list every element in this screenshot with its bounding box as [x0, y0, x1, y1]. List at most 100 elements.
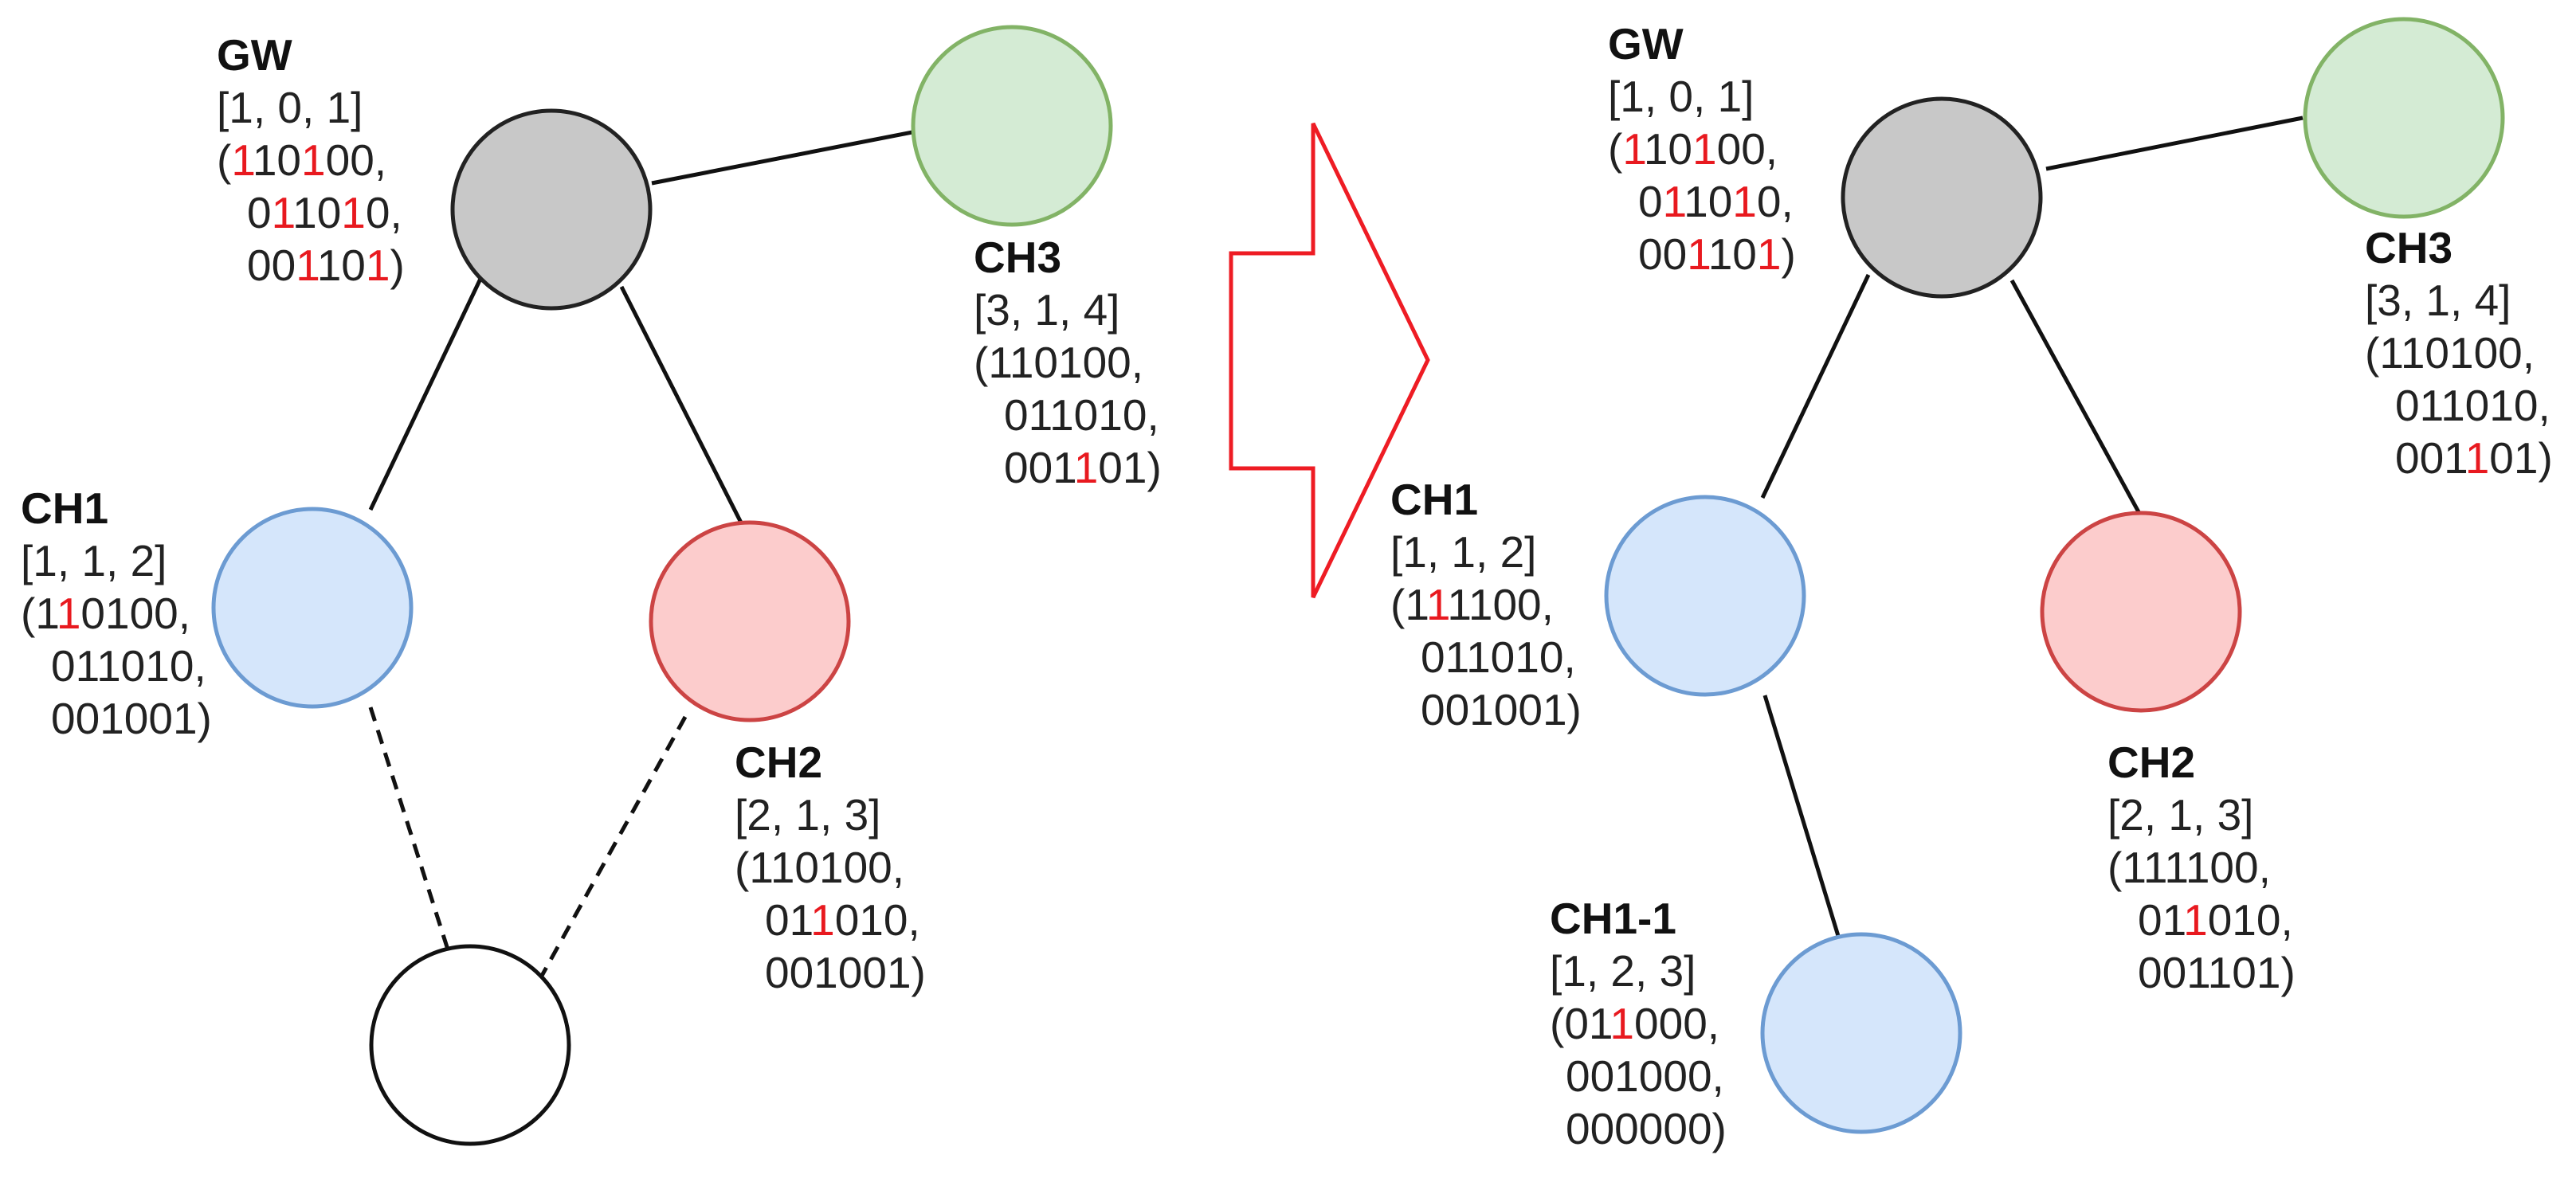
- code-text: 0,: [365, 188, 402, 237]
- node-name: GW: [217, 30, 292, 80]
- node-vector: [1, 0, 1]: [217, 83, 363, 132]
- code-line-1: (110100,: [735, 841, 926, 894]
- node-vector: [2, 1, 3]: [2107, 790, 2254, 840]
- code-text: 10: [292, 188, 342, 237]
- label-ch1-right: CH1 [1, 1, 2] (111100, 011010, 001001): [1390, 473, 1582, 736]
- code-text: 0: [247, 188, 272, 237]
- node-ch1-right: [1604, 495, 1806, 697]
- code-text: 00: [247, 241, 296, 290]
- highlighted-bit: 1: [2464, 433, 2490, 483]
- node-ch1-1-right: [1760, 932, 1962, 1134]
- code-line-3: 001101): [217, 239, 405, 292]
- code-text: (111100,: [2107, 843, 2271, 892]
- node-vector: [3, 1, 4]: [974, 285, 1120, 335]
- code-text: (1: [1390, 580, 1426, 629]
- code-text: 00,: [1716, 124, 1778, 174]
- code-text: 010,: [834, 895, 920, 945]
- code-line-1: (011000,: [1550, 997, 1727, 1050]
- code-text: (: [1608, 124, 1623, 174]
- edge-gw-ch3-right: [2045, 115, 2304, 171]
- label-gw-left: GW [1, 0, 1] (110100, 011010, 001101): [217, 29, 405, 292]
- code-text: 010,: [2207, 895, 2293, 945]
- code-text: (110100,: [974, 338, 1144, 387]
- code-line-2: 011010,: [2365, 379, 2553, 432]
- code-text: (1: [21, 589, 57, 638]
- highlighted-bit: 1: [296, 241, 317, 290]
- edge-gw-ch1-left: [368, 277, 483, 511]
- code-text: 001001): [1421, 685, 1582, 734]
- edge-gw-ch2-right: [2009, 279, 2144, 519]
- code-line-1: (110100,: [974, 336, 1162, 389]
- code-text: 001000,: [1566, 1051, 1724, 1101]
- code-line-2: 011010,: [1390, 631, 1582, 683]
- highlighted-bit: 1: [810, 895, 835, 945]
- code-line-3: 001101): [1608, 228, 1796, 280]
- node-name: GW: [1608, 19, 1684, 69]
- node-new-empty: [369, 944, 571, 1146]
- node-name: CH1: [21, 483, 109, 533]
- code-text: 00,: [325, 135, 387, 185]
- code-line-2: 011010,: [21, 640, 212, 692]
- code-line-1: (111100,: [2107, 841, 2296, 894]
- label-ch3-right: CH3 [3, 1, 4] (110100, 011010, 001101): [2365, 221, 2553, 484]
- code-text: 011010,: [51, 641, 206, 691]
- code-text: (01: [1550, 999, 1610, 1048]
- code-text: 10: [1708, 229, 1757, 279]
- node-ch2-left: [649, 520, 851, 722]
- code-text: 1100,: [1447, 580, 1554, 629]
- code-text: ): [1781, 229, 1796, 279]
- label-ch2-right: CH2 [2, 1, 3] (111100, 011010, 001101): [2107, 736, 2296, 999]
- highlighted-bit: 1: [1073, 443, 1099, 492]
- node-vector: [1, 1, 2]: [1390, 527, 1537, 577]
- node-vector: [1, 2, 3]: [1550, 946, 1696, 996]
- highlighted-bit: 1: [1610, 999, 1635, 1048]
- code-text: ): [390, 241, 405, 290]
- code-text: 000000): [1566, 1104, 1727, 1153]
- code-line-2: 011010,: [1608, 175, 1796, 228]
- code-text: 0,: [1756, 177, 1794, 226]
- code-line-2: 011010,: [217, 186, 405, 239]
- code-line-3: 001001): [21, 692, 212, 745]
- highlighted-bit: 1: [56, 589, 81, 638]
- code-text: 001001): [765, 948, 926, 997]
- code-line-3: 001101): [974, 441, 1162, 494]
- code-line-3: 000000): [1550, 1102, 1727, 1155]
- code-text: 0: [1638, 177, 1663, 226]
- code-text: 01: [2138, 895, 2184, 945]
- code-text: 000,: [1634, 999, 1720, 1048]
- code-text: 001001): [51, 694, 212, 743]
- edge-gw-ch3-left: [651, 129, 917, 186]
- highlighted-bit: 1: [1687, 229, 1708, 279]
- node-ch1-left: [211, 507, 414, 709]
- code-text: 10: [1684, 177, 1733, 226]
- label-ch3-left: CH3 [3, 1, 4] (110100, 011010, 001101): [974, 231, 1162, 494]
- node-vector: [2, 1, 3]: [735, 790, 881, 840]
- code-text: 10: [252, 135, 302, 185]
- node-ch3-left: [911, 25, 1113, 227]
- node-vector: [1, 0, 1]: [1608, 72, 1755, 121]
- highlighted-bit: 1: [2183, 895, 2208, 945]
- code-line-2: 011010,: [974, 389, 1162, 441]
- node-ch3-right: [2303, 17, 2505, 219]
- code-line-3: 001001): [735, 946, 926, 999]
- highlighted-bit: 1: [1692, 124, 1717, 174]
- code-text: 0100,: [80, 589, 191, 638]
- edge-gw-ch2-left: [619, 285, 745, 527]
- edge-ch1-ch1-1-right: [1762, 695, 1841, 937]
- code-text: 001: [1004, 443, 1074, 492]
- code-line-1: (111100,: [1390, 578, 1582, 631]
- code-text: 011010,: [1421, 632, 1576, 682]
- code-line-3: 001101): [2365, 432, 2553, 484]
- code-text: (110100,: [2365, 328, 2535, 378]
- node-gw-right: [1841, 96, 2043, 299]
- highlighted-bit: 1: [231, 135, 253, 185]
- node-name: CH2: [735, 738, 823, 787]
- code-line-2: 011010,: [2107, 894, 2296, 946]
- code-text: (: [217, 135, 232, 185]
- node-gw-left: [450, 108, 653, 311]
- code-line-3: 001101): [2107, 946, 2296, 999]
- highlighted-bit: 1: [1662, 177, 1684, 226]
- highlighted-bit: 1: [365, 241, 390, 290]
- label-ch1-1-right: CH1-1 [1, 2, 3] (011000, 001000, 000000): [1550, 892, 1727, 1155]
